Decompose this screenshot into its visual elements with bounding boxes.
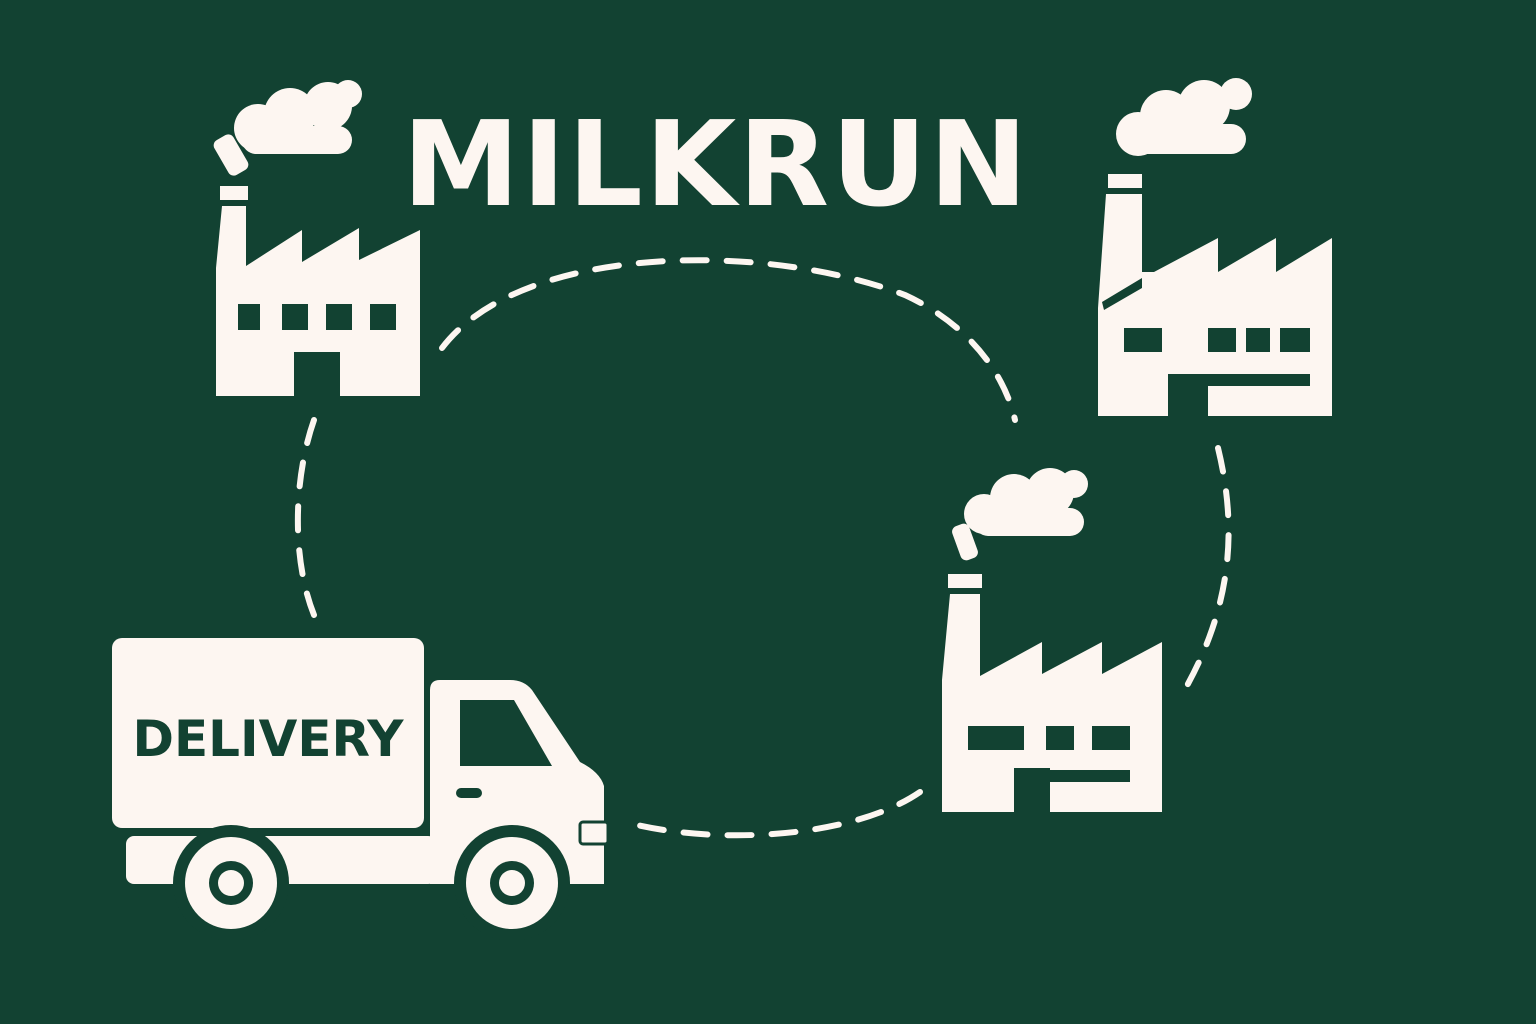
truck-cargo-box <box>112 638 424 828</box>
factory-smoke <box>1116 78 1252 156</box>
truck-window <box>460 700 552 766</box>
milkrun-route <box>294 257 1232 839</box>
factory-icon <box>213 80 420 396</box>
truck-label: DELIVERY <box>133 710 405 768</box>
route-segment-bottom <box>622 789 923 839</box>
truck-wheel-rear <box>173 825 289 941</box>
diagram-title: MILKRUN <box>402 95 1029 233</box>
factory-smoke <box>952 468 1088 561</box>
route-segment-right <box>1177 445 1232 701</box>
route-segment-left <box>294 417 317 618</box>
factory-icon <box>942 468 1162 812</box>
factory-building <box>1098 174 1332 416</box>
truck-door-handle <box>456 788 482 798</box>
route-segment-top <box>439 257 1018 423</box>
truck-headlight <box>578 820 610 846</box>
factory-smoke <box>213 80 362 176</box>
factory-icon <box>1098 78 1332 416</box>
delivery-truck-icon: DELIVERY <box>112 638 610 941</box>
truck-wheel-front <box>454 825 570 941</box>
factory-building <box>942 574 1162 812</box>
factory-building <box>216 186 420 396</box>
